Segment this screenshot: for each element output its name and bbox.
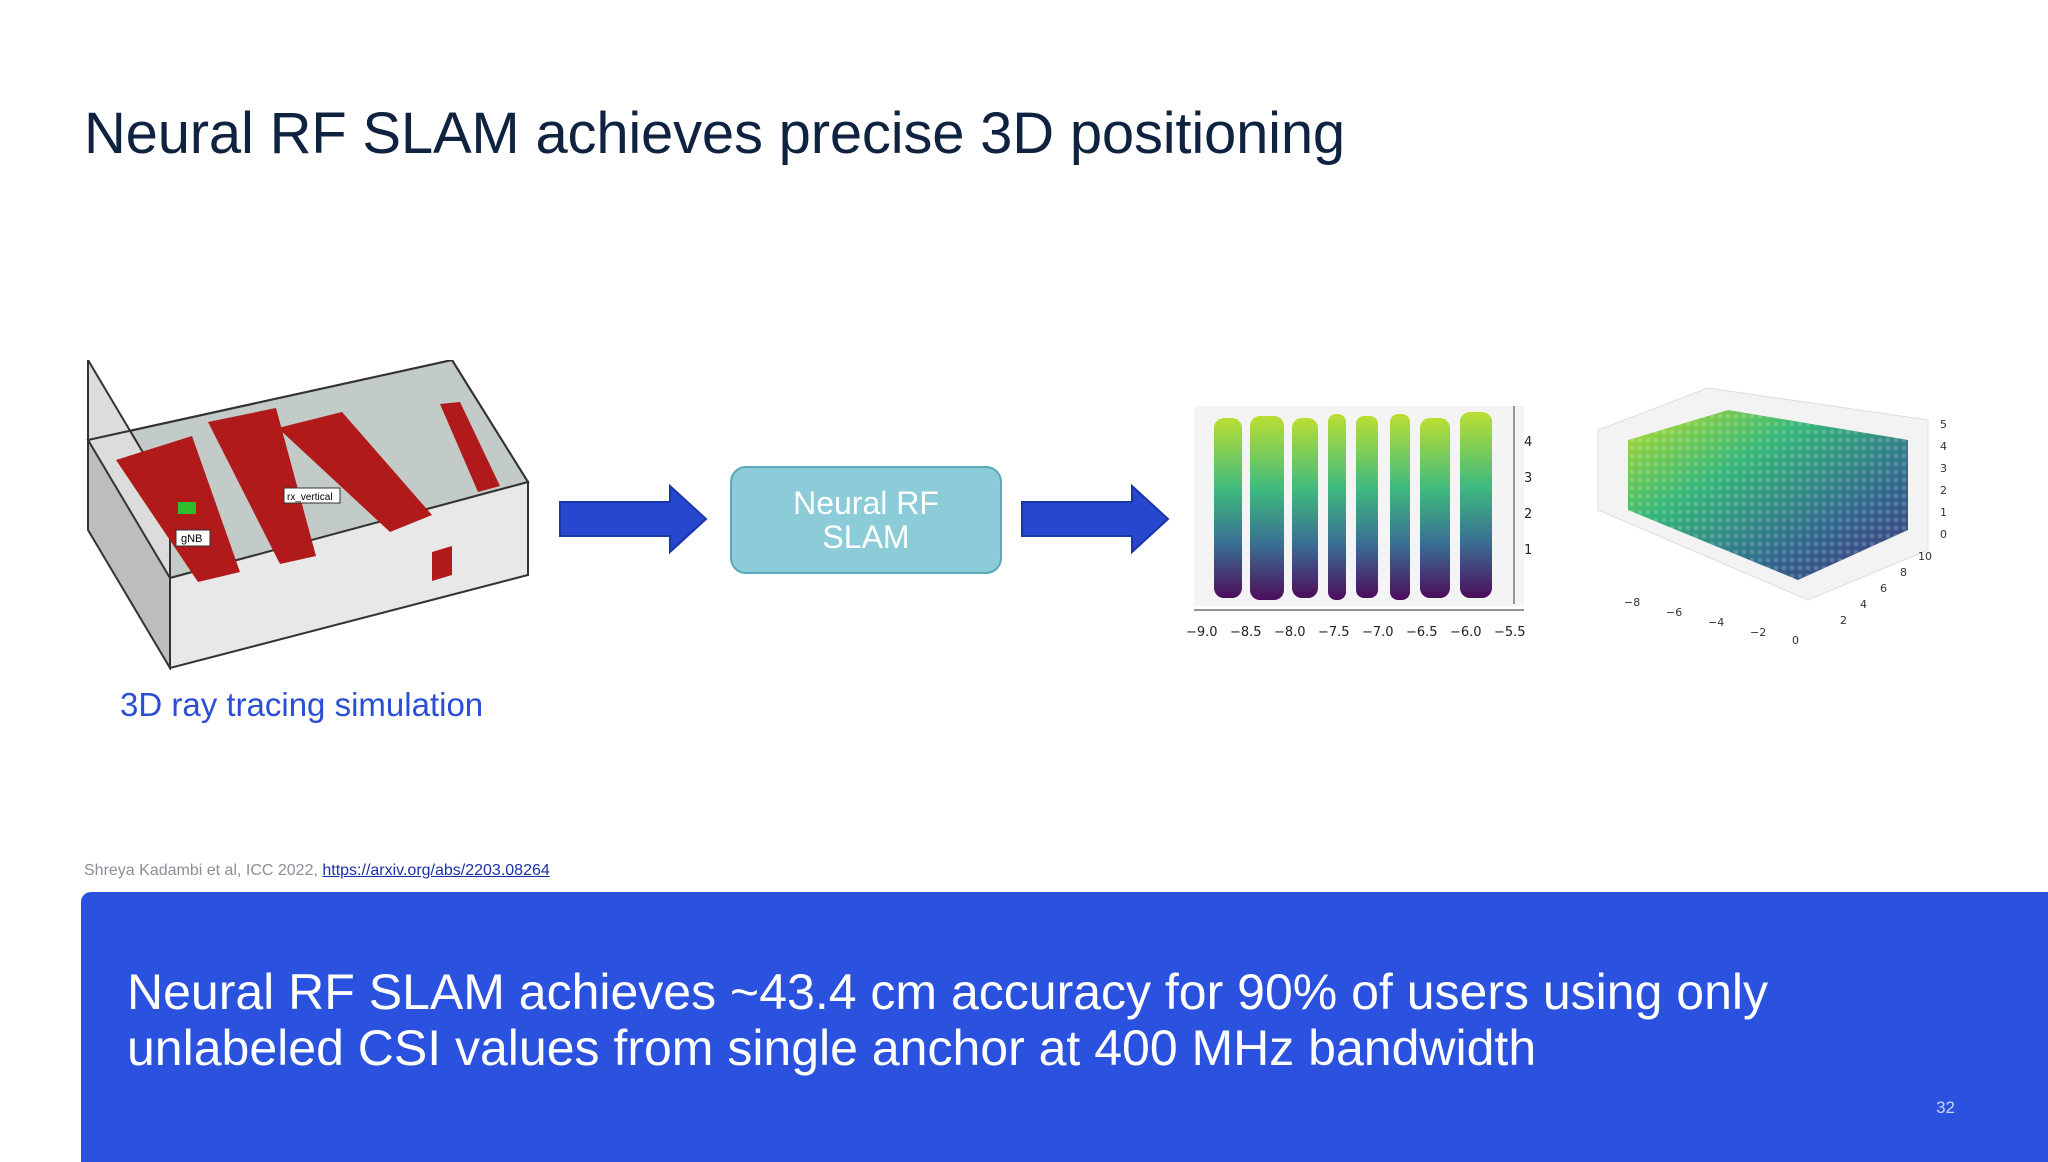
- citation-link[interactable]: https://arxiv.org/abs/2203.08264: [322, 862, 550, 879]
- slide-title: Neural RF SLAM achieves precise 3D posit…: [84, 101, 1345, 166]
- banner-text: Neural RF SLAM achieves ~43.4 cm accurac…: [127, 964, 1769, 1076]
- position-scatter-plot-2d: 4 3 2 1 −9.0 −8.5 −8.0 −7.5 −7.0 −6.5 −6…: [1186, 406, 1532, 640]
- y-tick: 2: [1524, 507, 1532, 522]
- y-tick: 1: [1524, 543, 1532, 558]
- page-number: 32: [1936, 1098, 1955, 1117]
- position-scatter-plot-3d: 5 4 3 2 1 0 −8 −6 −4 −2 0 2 4 6 8 10: [1597, 387, 1947, 647]
- y-tick: 2: [1840, 614, 1847, 627]
- gnb-label: gNB: [181, 533, 202, 545]
- y-tick: 4: [1524, 435, 1532, 450]
- y-tick: 10: [1918, 550, 1932, 563]
- x-tick: −5.5: [1494, 625, 1526, 640]
- citation: Shreya Kadambi et al, ICC 2022, https://…: [84, 862, 550, 880]
- x-tick: −7.5: [1318, 625, 1350, 640]
- z-tick: 1: [1940, 506, 1947, 519]
- right-arrow-icon: [559, 484, 708, 554]
- x-tick: −6.0: [1450, 625, 1482, 640]
- rx-label: rx_vertical: [287, 492, 333, 503]
- z-tick: 0: [1940, 528, 1947, 541]
- x-tick: −8.0: [1274, 625, 1306, 640]
- x-tick: −9.0: [1186, 625, 1218, 640]
- right-arrow-icon: [1021, 484, 1170, 554]
- y-tick: 6: [1880, 582, 1887, 595]
- x-tick: −7.0: [1362, 625, 1394, 640]
- z-tick: 3: [1940, 462, 1947, 475]
- z-tick: 2: [1940, 484, 1947, 497]
- ray-tracing-room-image: gNB rx_vertical: [86, 360, 530, 670]
- slam-box-line1: Neural RF: [793, 485, 939, 521]
- slam-box-line2: SLAM: [822, 519, 910, 555]
- summary-banner: Neural RF SLAM achieves ~43.4 cm accurac…: [81, 892, 2048, 1162]
- x-tick: −6.5: [1406, 625, 1438, 640]
- x-tick: −8.5: [1230, 625, 1262, 640]
- y-tick: 8: [1900, 566, 1907, 579]
- citation-text: Shreya Kadambi et al, ICC 2022,: [84, 862, 323, 879]
- y-tick: 4: [1860, 598, 1867, 611]
- z-tick: 4: [1940, 440, 1947, 453]
- neural-rf-slam-box: Neural RF SLAM: [730, 466, 1002, 574]
- room-caption: 3D ray tracing simulation: [120, 686, 484, 723]
- z-tick: 5: [1940, 418, 1947, 431]
- x-tick: −4: [1708, 616, 1724, 629]
- x-tick: 0: [1792, 634, 1799, 647]
- x-tick: −8: [1624, 596, 1640, 609]
- x-tick: −2: [1750, 626, 1766, 639]
- x-tick: −6: [1666, 606, 1682, 619]
- y-tick: 3: [1524, 471, 1532, 486]
